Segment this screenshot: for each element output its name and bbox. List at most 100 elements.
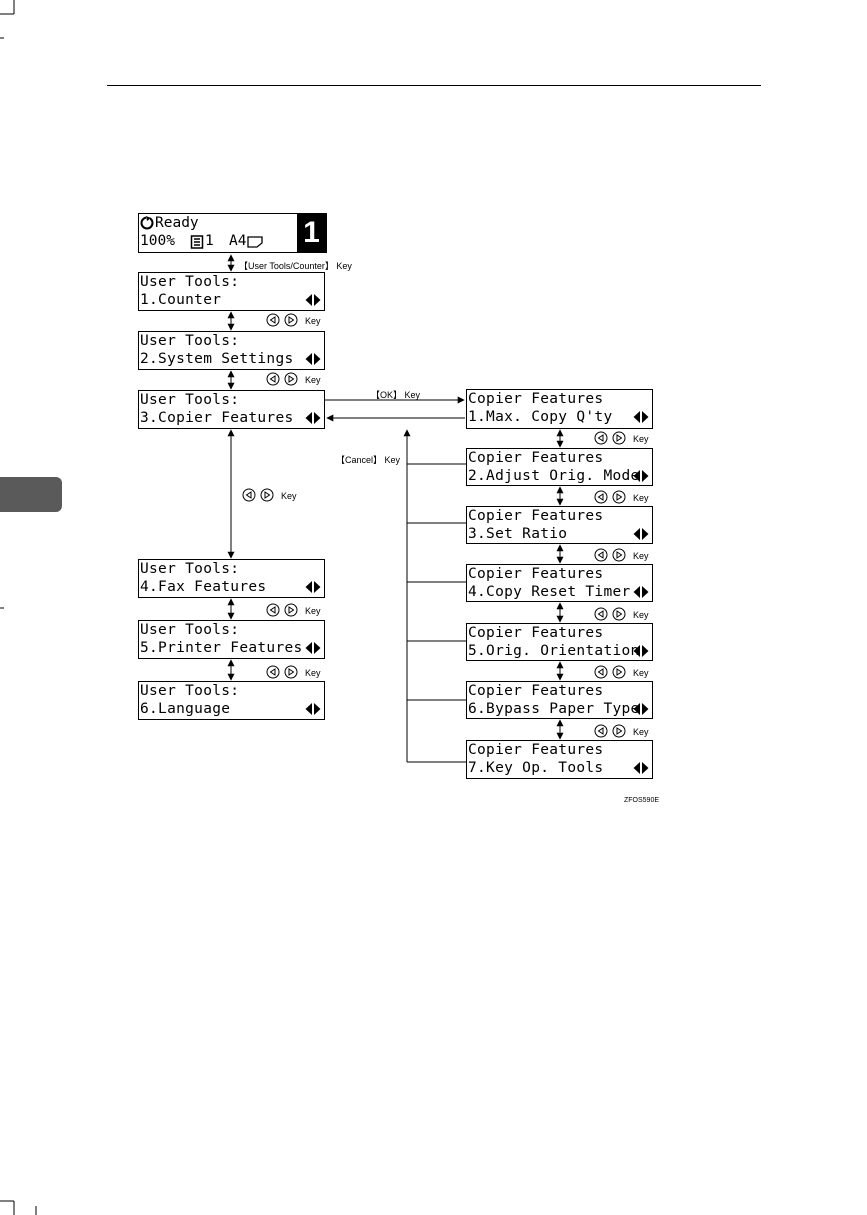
screen-line-1: User Tools: xyxy=(140,622,240,638)
user-tools-screen-6: User Tools: 6.Language xyxy=(138,681,325,720)
key-text: Key xyxy=(633,668,649,678)
copier-features-screen-1: Copier Features 1.Max. Copy Q'ty xyxy=(466,389,653,429)
scroll-arrows-icon xyxy=(633,411,649,423)
status-screen: Ready 100% 1 A4 1 xyxy=(138,213,327,253)
cancel-key-label: 【Cancel】 Key xyxy=(336,455,401,465)
screen-line-1: Copier Features xyxy=(468,625,604,641)
scroll-arrows-icon xyxy=(305,642,321,654)
scroll-left-icon xyxy=(266,372,280,386)
scroll-arrows-icon xyxy=(305,353,321,365)
scroll-left-icon xyxy=(594,490,608,504)
scroll-arrows-icon xyxy=(633,586,649,598)
copier-features-screen-7: Copier Features 7.Key Op. Tools xyxy=(466,740,653,779)
scroll-arrows-icon xyxy=(305,581,321,593)
key-text: Key xyxy=(633,610,649,620)
figure-code: ZFOS590E xyxy=(624,797,660,804)
screen-line-1: User Tools: xyxy=(140,392,240,408)
zoom-text: 100% xyxy=(140,233,175,249)
ready-icon xyxy=(140,216,154,230)
screen-line-1: User Tools: xyxy=(140,561,240,577)
scroll-arrows-icon xyxy=(633,528,649,540)
scroll-arrows-icon xyxy=(305,412,321,424)
scroll-left-icon xyxy=(266,665,280,679)
screen-line-2: 7.Key Op. Tools xyxy=(468,760,604,776)
screen-line-2: 5.Printer Features xyxy=(140,640,303,656)
key-text: Key xyxy=(633,727,649,737)
scroll-right-icon xyxy=(284,665,298,679)
screen-line-1: Copier Features xyxy=(468,391,604,407)
scroll-right-icon xyxy=(612,548,626,562)
key-text: Key xyxy=(633,493,649,503)
screen-line-1: User Tools: xyxy=(140,333,240,349)
screen-line-2: 6.Bypass Paper Type xyxy=(468,701,640,717)
scroll-arrows-icon xyxy=(633,703,649,715)
key-text: Key xyxy=(305,668,321,678)
screen-line-2: 6.Language xyxy=(140,701,231,717)
user-tools-screen-2: User Tools: 2.System Settings xyxy=(138,331,325,370)
scroll-left-icon xyxy=(242,488,256,502)
paper-orientation-icon xyxy=(247,236,263,248)
scroll-arrows-icon xyxy=(633,762,649,774)
key-text: Key xyxy=(633,434,649,444)
status-text: Ready xyxy=(155,215,199,231)
scroll-right-icon xyxy=(612,607,626,621)
user-tools-screen-5: User Tools: 5.Printer Features xyxy=(138,620,325,659)
quantity-text: 1 xyxy=(205,233,214,249)
screen-line-1: Copier Features xyxy=(468,450,604,466)
user-tools-screen-3: User Tools: 3.Copier Features xyxy=(138,390,325,429)
screen-line-1: Copier Features xyxy=(468,566,604,582)
scroll-left-icon xyxy=(594,665,608,679)
screen-line-1: User Tools: xyxy=(140,274,240,290)
key-text: Key xyxy=(305,606,321,616)
paper-size-text: A4 xyxy=(229,233,247,249)
scroll-right-icon xyxy=(612,431,626,445)
document-icon xyxy=(190,235,204,249)
scroll-left-icon xyxy=(594,431,608,445)
copier-features-screen-2: Copier Features 2.Adjust Orig. Mode xyxy=(466,448,653,486)
scroll-left-icon xyxy=(266,603,280,617)
screen-line-2: 1.Counter xyxy=(140,292,222,308)
scroll-arrows-icon xyxy=(305,294,321,306)
screen-line-2: 4.Fax Features xyxy=(140,579,267,595)
user-tools-counter-key-label: 【User Tools/Counter】 Key xyxy=(239,261,352,271)
scroll-left-icon xyxy=(266,313,280,327)
copier-features-screen-6: Copier Features 6.Bypass Paper Type xyxy=(466,681,653,719)
scroll-arrows-icon xyxy=(305,703,321,715)
key-text: Key xyxy=(305,375,321,385)
copier-features-screen-4: Copier Features 4.Copy Reset Timer xyxy=(466,564,653,602)
screen-line-2: 2.Adjust Orig. Mode xyxy=(468,468,640,484)
screen-line-2: 1.Max. Copy Q'ty xyxy=(468,409,613,425)
user-tools-screen-1: User Tools: 1.Counter xyxy=(138,272,325,311)
header-rule xyxy=(107,85,761,86)
copier-features-screen-3: Copier Features 3.Set Ratio xyxy=(466,506,653,544)
screen-line-2: 4.Copy Reset Timer xyxy=(468,584,631,600)
scroll-arrows-icon xyxy=(633,470,649,482)
scroll-right-icon xyxy=(284,372,298,386)
key-text: Key xyxy=(633,551,649,561)
scroll-left-icon xyxy=(594,607,608,621)
user-tools-screen-4: User Tools: 4.Fax Features xyxy=(138,559,325,598)
screen-line-1: Copier Features xyxy=(468,508,604,524)
copy-count-display: 1 xyxy=(297,214,326,252)
ok-key-label: 【OK】 Key xyxy=(371,390,421,400)
scroll-right-icon xyxy=(260,488,274,502)
screen-line-1: User Tools: xyxy=(140,683,240,699)
screen-line-2: 5.Orig. Orientation xyxy=(468,643,640,659)
scroll-right-icon xyxy=(612,724,626,738)
key-text: Key xyxy=(305,316,321,326)
key-text: Key xyxy=(281,491,297,501)
scroll-left-icon xyxy=(594,548,608,562)
scroll-right-icon xyxy=(612,490,626,504)
chapter-tab xyxy=(0,477,62,512)
scroll-right-icon xyxy=(612,665,626,679)
screen-line-2: 3.Set Ratio xyxy=(468,526,568,542)
screen-line-2: 2.System Settings xyxy=(140,351,294,367)
scroll-arrows-icon xyxy=(633,645,649,657)
copier-features-screen-5: Copier Features 5.Orig. Orientation xyxy=(466,623,653,661)
scroll-left-icon xyxy=(594,724,608,738)
screen-line-2: 3.Copier Features xyxy=(140,410,294,426)
scroll-right-icon xyxy=(284,313,298,327)
screen-line-1: Copier Features xyxy=(468,742,604,758)
